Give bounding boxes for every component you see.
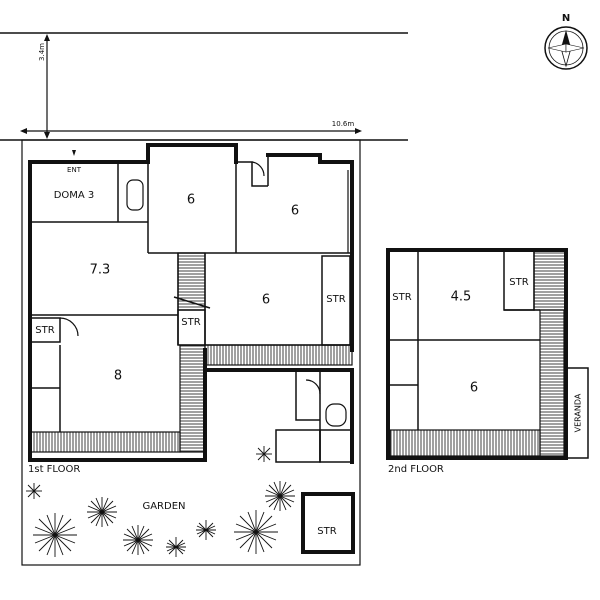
site-boundary: [21, 139, 361, 566]
site-dimensions: 3.4m 10.6m: [0, 32, 408, 141]
room-8: 8: [114, 369, 122, 384]
engawa-2f-side: [539, 309, 565, 457]
engawa-top: [204, 344, 353, 366]
engawa-2f-bottom: [389, 429, 541, 457]
stairs-first-floor: [177, 252, 206, 311]
room-str-2f-left: STR: [392, 292, 411, 303]
arrow-up-icon: [44, 34, 50, 41]
room-6-2f: 6: [470, 381, 478, 396]
stairs-second-floor: [533, 249, 567, 311]
arrow-left-icon: [20, 128, 27, 134]
compass-rose-icon: N: [544, 13, 588, 70]
room-7-3: 7.3: [90, 263, 111, 278]
arrow-down-icon: [44, 132, 50, 139]
width-dimension-label: 10.6m: [332, 120, 355, 128]
room-doma: DOMA 3: [54, 190, 95, 201]
room-6-center: 6: [187, 193, 195, 208]
engawa-side: [179, 344, 206, 453]
garden: GARDEN: [26, 446, 355, 557]
room-str-garden: STR: [317, 526, 336, 537]
entrance-label: ENT: [67, 166, 82, 174]
veranda: [565, 367, 589, 459]
garden-label: GARDEN: [142, 501, 185, 512]
room-str-left: STR: [35, 325, 54, 336]
height-dimension-label: 3.4m: [38, 43, 46, 61]
shrub-icon: [26, 446, 295, 557]
room-4-5: 4.5: [451, 290, 472, 305]
room-6-middle: 6: [262, 293, 270, 308]
room-str-right: STR: [326, 294, 345, 305]
second-floor-label: 2nd FLOOR: [388, 464, 444, 475]
garden-storage: [301, 492, 355, 554]
veranda-label: VERANDA: [574, 393, 583, 432]
first-floor-plan: ENT DOMA 3 6 6 7.3 STR 6: [28, 143, 354, 464]
room-6-right: 6: [291, 204, 299, 219]
engawa-bottom: [29, 431, 181, 453]
second-floor-plan: STR 4.5 STR 6 VERANDA: [386, 248, 589, 460]
north-label: N: [562, 13, 570, 24]
room-str-2f-top: STR: [509, 277, 528, 288]
arrow-right-icon: [355, 128, 362, 134]
room-str-stair: STR: [181, 317, 200, 328]
first-floor-label: 1st FLOOR: [28, 464, 80, 475]
